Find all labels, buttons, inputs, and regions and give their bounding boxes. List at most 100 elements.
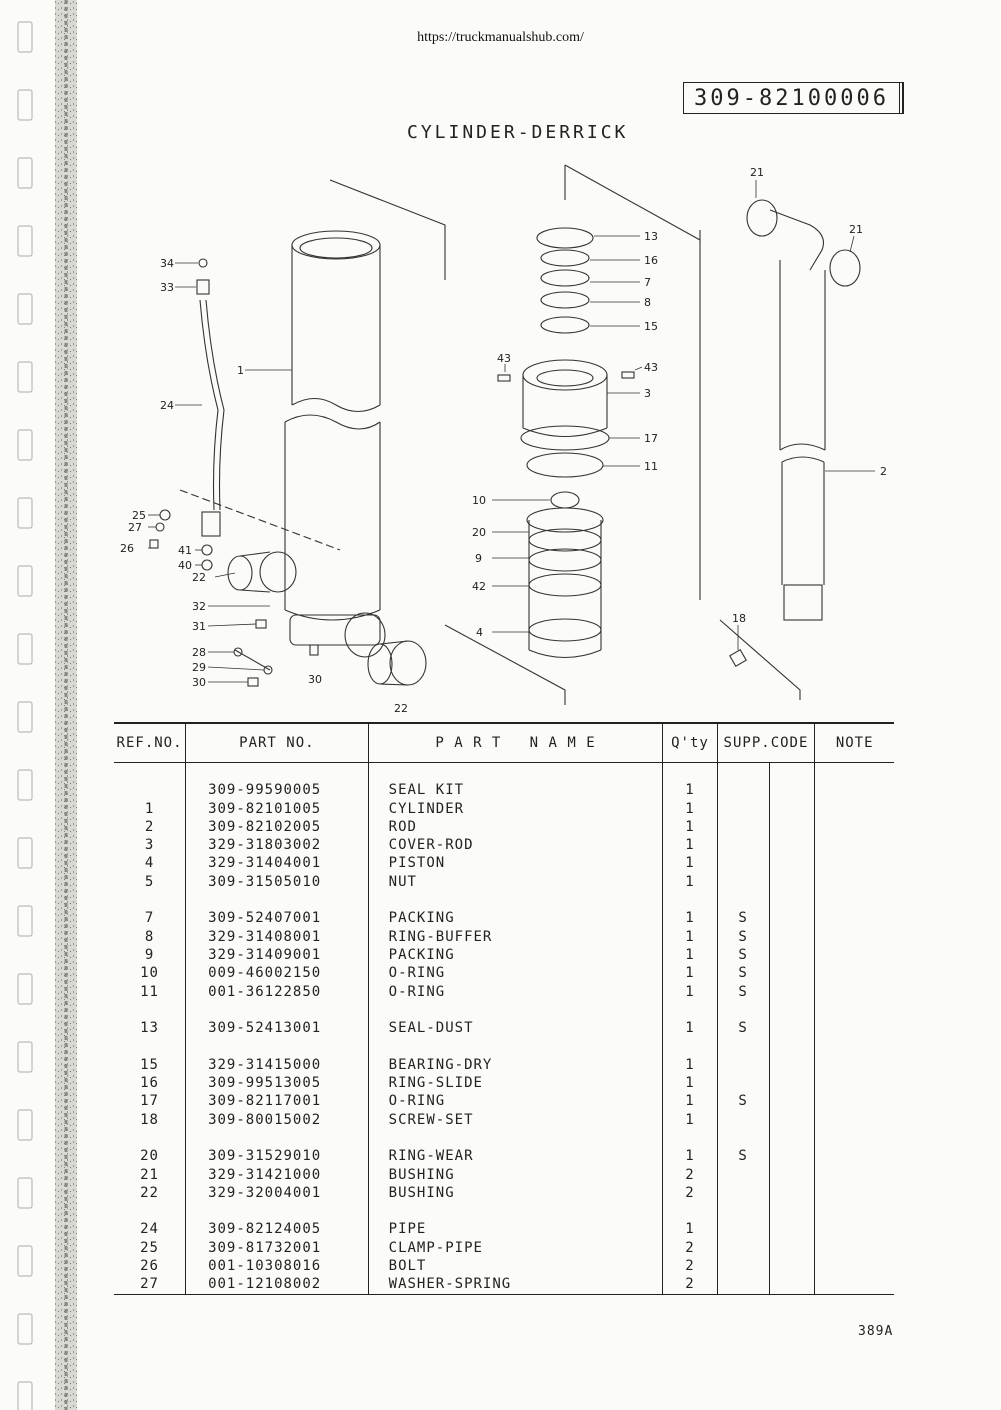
cell-note	[815, 1001, 894, 1019]
cell-note	[815, 854, 894, 872]
cell-note	[815, 763, 894, 782]
cell-supp-code	[717, 1257, 770, 1276]
cell-note	[815, 946, 894, 964]
cell-note	[815, 1129, 894, 1147]
cell-supp-code	[717, 1128, 770, 1148]
cell-supp-code	[717, 1275, 770, 1295]
table-row	[114, 1202, 894, 1221]
callout-label: 29	[192, 661, 206, 674]
cell-part-name	[368, 1202, 664, 1221]
cell-supp-sub	[769, 891, 816, 910]
cell-ref-no: 21	[114, 1165, 187, 1184]
binding-hole	[17, 497, 33, 529]
cell-part-no: 329-31404001	[185, 854, 369, 873]
callout-label: 4	[476, 626, 483, 639]
cell-supp-sub	[769, 1092, 816, 1111]
cell-qty: 1	[662, 1074, 718, 1093]
cell-part-name: SCREW-SET	[368, 1110, 664, 1129]
cell-ref-no	[114, 781, 187, 800]
cell-supp-sub	[769, 964, 816, 983]
cell-part-no: 009-46002150	[185, 964, 369, 983]
cell-ref-no: 5	[114, 872, 187, 892]
cell-supp-sub	[769, 781, 816, 800]
cell-supp-sub	[769, 817, 816, 837]
cell-qty: 1	[662, 1092, 718, 1111]
header-supp-code: SUPP.CODE	[717, 722, 816, 763]
cell-part-no: 309-82124005	[185, 1220, 369, 1239]
header-part-name: P A R T N A M E	[368, 722, 664, 763]
cell-note	[815, 983, 894, 1001]
cell-part-name: ROD	[368, 817, 664, 837]
cell-qty: 1	[662, 1019, 718, 1038]
cell-supp-sub	[769, 945, 816, 965]
cell-ref-no: 26	[114, 1257, 187, 1276]
cell-note	[815, 1184, 894, 1202]
binding-hole	[17, 1313, 33, 1345]
binding-hole	[17, 361, 33, 393]
cell-part-name	[368, 1128, 664, 1148]
cell-part-name	[368, 762, 664, 782]
callout-label: 40	[178, 559, 192, 572]
cell-part-name: PIPE	[368, 1220, 664, 1239]
cell-ref-no: 13	[114, 1019, 187, 1038]
cell-part-name: BOLT	[368, 1257, 664, 1276]
cell-supp-code	[717, 799, 770, 818]
table-header-row: REF.NO. PART NO. P A R T N A M E Q'ty SU…	[114, 722, 894, 763]
cell-part-name: BEARING-DRY	[368, 1055, 664, 1075]
cell-ref-no: 25	[114, 1238, 187, 1258]
cell-qty: 1	[662, 1220, 718, 1239]
cell-supp-code	[717, 1074, 770, 1093]
cell-part-no: 309-52407001	[185, 909, 369, 928]
cell-supp-sub	[769, 1074, 816, 1093]
cell-part-no	[185, 1037, 369, 1056]
cell-note	[815, 1220, 894, 1238]
cell-note	[815, 1074, 894, 1092]
cell-note	[815, 1092, 894, 1110]
binding-hole	[17, 21, 33, 53]
cell-note	[815, 909, 894, 927]
cell-supp-sub	[769, 1183, 816, 1203]
cell-note	[815, 818, 894, 836]
cell-supp-sub	[769, 1055, 816, 1075]
cell-ref-no	[114, 1037, 187, 1056]
binding-hole	[17, 1109, 33, 1141]
cell-note	[815, 1239, 894, 1257]
cell-supp-code	[717, 762, 770, 782]
cell-part-name: SEAL-DUST	[368, 1019, 664, 1038]
cell-supp-sub	[769, 799, 816, 818]
table-row	[114, 762, 894, 782]
table-row	[114, 1000, 894, 1020]
cell-supp-code	[717, 854, 770, 873]
cell-supp-sub	[769, 1110, 816, 1129]
callout-label: 43	[497, 352, 511, 365]
cell-supp-code	[717, 1110, 770, 1129]
cell-supp-sub	[769, 1202, 816, 1221]
cell-part-name: COVER-ROD	[368, 836, 664, 855]
cell-part-no: 329-32004001	[185, 1183, 369, 1203]
drawing-title: CYLINDER-DERRICK	[407, 122, 629, 143]
cell-part-name: BUSHING	[368, 1165, 664, 1184]
cell-part-no	[185, 1000, 369, 1020]
cell-part-name: CYLINDER	[368, 799, 664, 818]
cell-supp-code	[717, 836, 770, 855]
cell-qty: 1	[662, 909, 718, 928]
cell-ref-no: 10	[114, 964, 187, 983]
cell-note	[815, 873, 894, 891]
cell-supp-sub	[769, 1019, 816, 1038]
binding-hole	[17, 225, 33, 257]
cell-supp-sub	[769, 854, 816, 873]
cell-part-no: 309-99513005	[185, 1074, 369, 1093]
cell-supp-sub	[769, 1220, 816, 1239]
